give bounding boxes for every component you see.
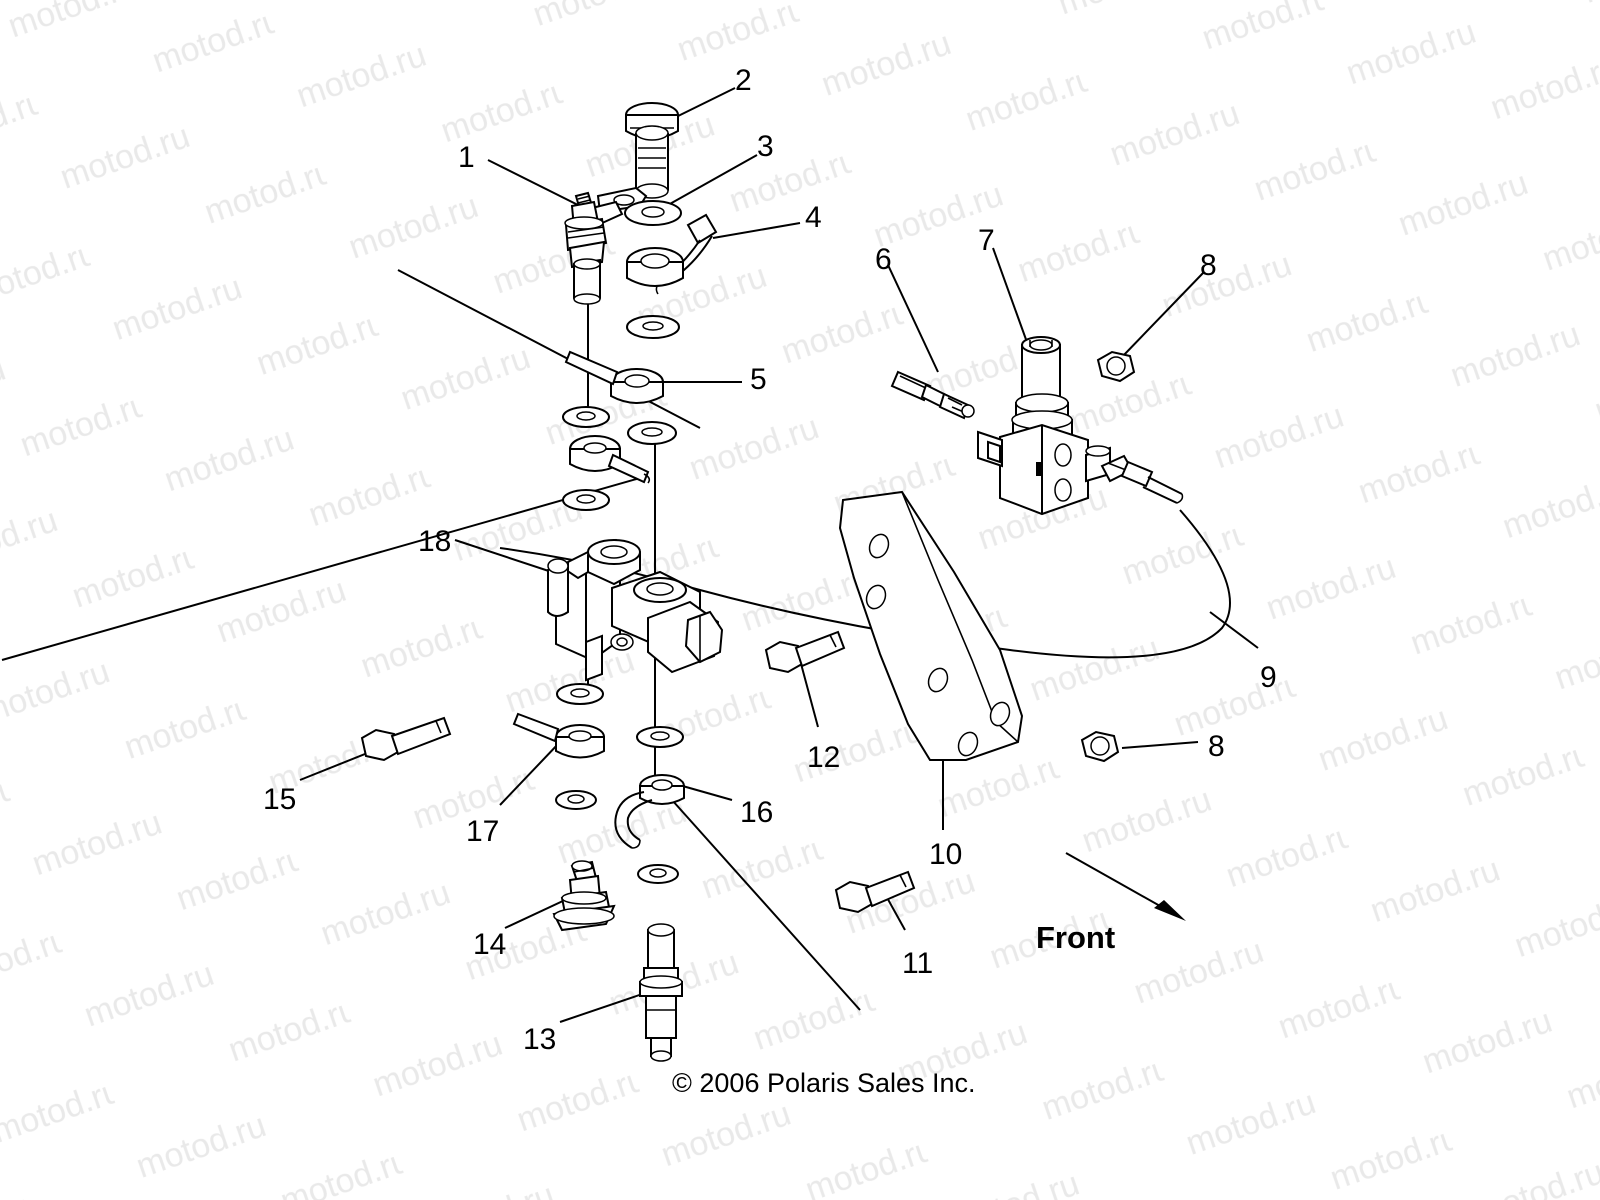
callout-10: 10 <box>929 838 963 871</box>
callout-8-lower: 8 <box>1208 730 1225 763</box>
callout-3: 3 <box>757 130 774 163</box>
callout-17: 17 <box>466 815 500 848</box>
callout-15: 15 <box>263 783 297 816</box>
callout-12: 12 <box>807 741 841 774</box>
callout-2: 2 <box>735 64 752 97</box>
callout-18: 18 <box>418 525 452 558</box>
copyright-notice: © 2006 Polaris Sales Inc. <box>672 1068 976 1098</box>
callout-9: 9 <box>1260 661 1277 694</box>
callout-8-upper: 8 <box>1200 249 1217 282</box>
callout-7: 7 <box>978 224 995 257</box>
callout-4: 4 <box>805 201 822 234</box>
callout-1: 1 <box>458 141 475 174</box>
callout-5: 5 <box>750 363 767 396</box>
front-orientation-label: Front <box>1036 920 1116 955</box>
callout-16: 16 <box>740 796 774 829</box>
callout-13: 13 <box>523 1023 557 1056</box>
callout-14: 14 <box>473 928 507 961</box>
callout-11: 11 <box>902 947 934 980</box>
callout-6: 6 <box>875 243 892 276</box>
